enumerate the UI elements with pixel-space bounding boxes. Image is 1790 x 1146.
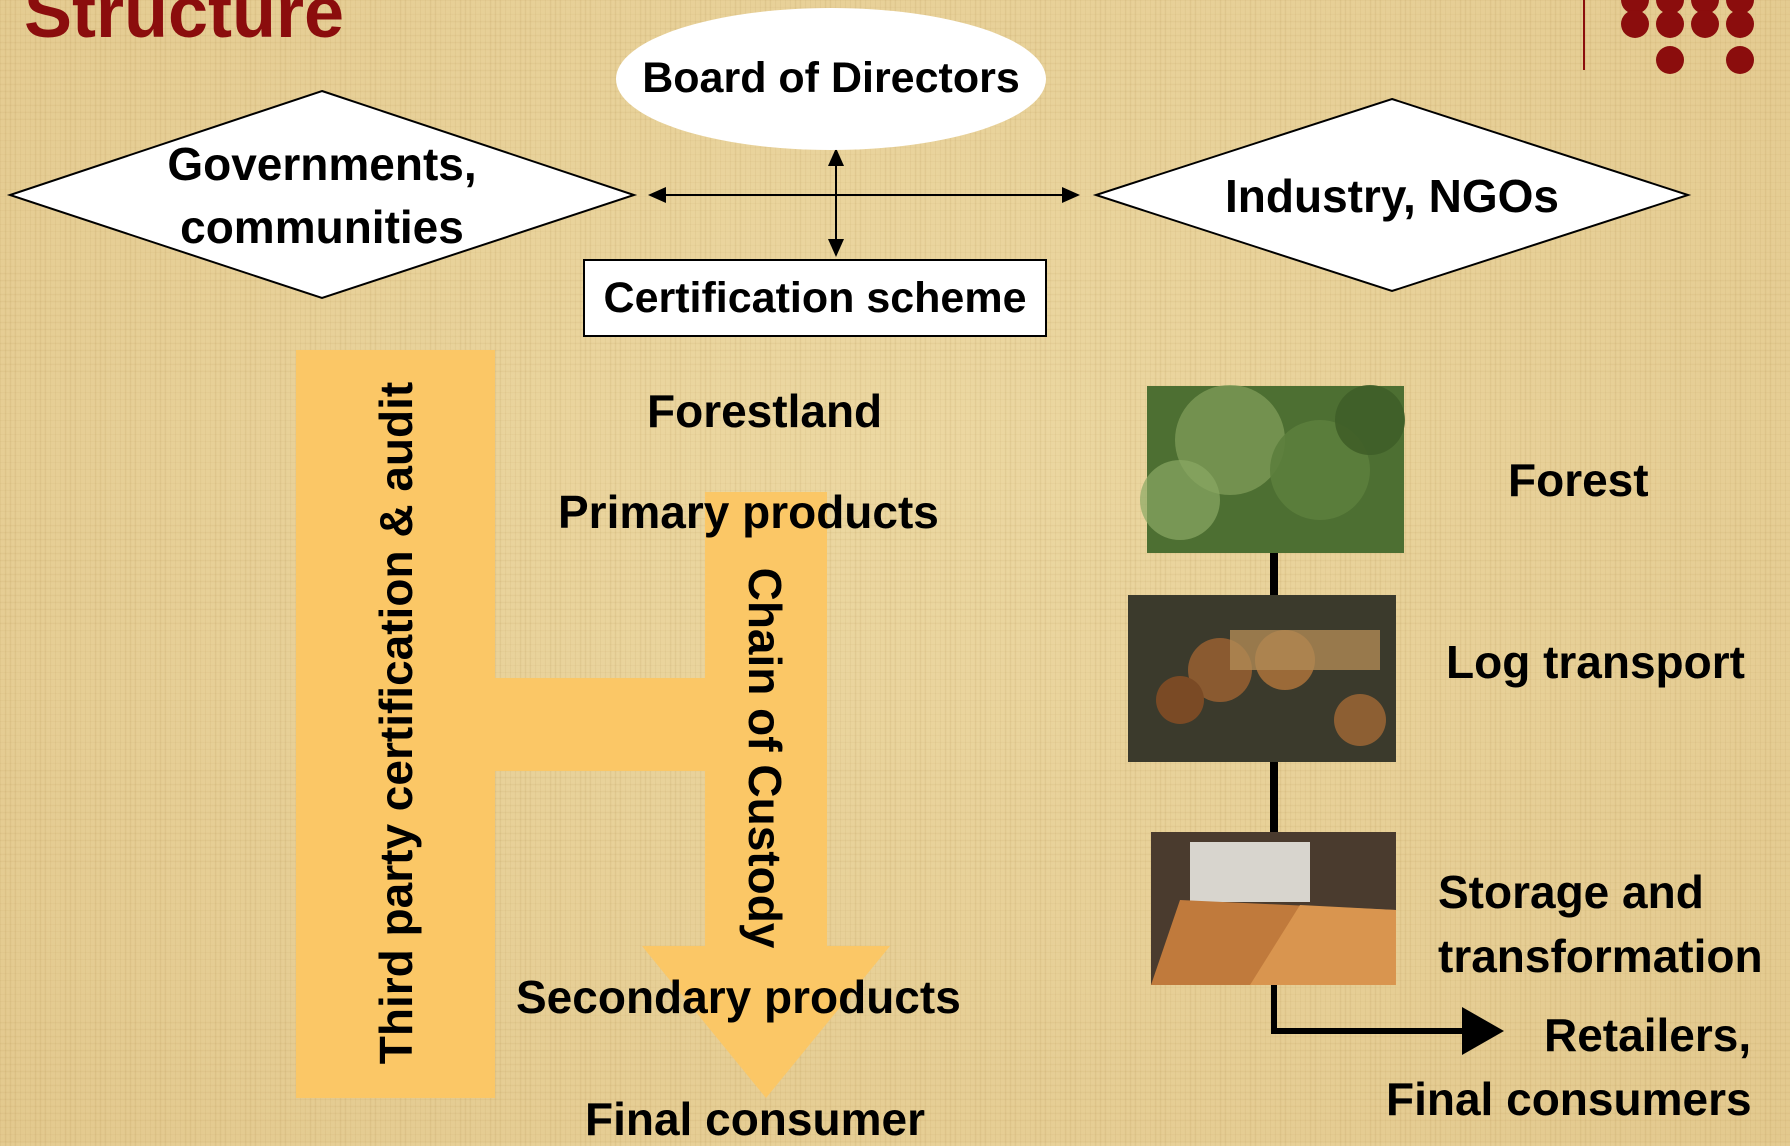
certification-label: Certification scheme (603, 274, 1027, 322)
connector-band (495, 678, 705, 771)
audit-band (296, 350, 495, 1098)
industry-diamond (1092, 97, 1692, 293)
logo-divider (1583, 0, 1585, 70)
log-transport-photo (1128, 595, 1396, 762)
slide-title: Structure (24, 0, 345, 53)
custody-arrow (642, 492, 890, 1098)
logo-dot (1726, 10, 1754, 38)
retailers-label-line2: Final consumers (1386, 1073, 1752, 1125)
final-consumer-label: Final consumer (585, 1093, 925, 1145)
secondary-products-label: Secondary products (516, 971, 961, 1023)
logo-dot (1691, 10, 1719, 38)
forest-photo (1140, 385, 1405, 553)
governments-label-line1: Governments, (167, 138, 477, 190)
primary-products-label: Primary products (558, 486, 939, 538)
forest-label: Forest (1508, 454, 1649, 506)
logo-dot (1621, 10, 1649, 38)
storage-label-line1: Storage and (1438, 866, 1704, 918)
audit-label: Third party certification & audit (370, 381, 422, 1065)
forestland-label: Forestland (647, 385, 883, 437)
logo-dot (1656, 10, 1684, 38)
logo-dot (1656, 46, 1684, 74)
storage-label-line2: transformation (1438, 930, 1763, 982)
storage-photo (1151, 832, 1396, 985)
retailers-label-line1: Retailers, (1544, 1009, 1752, 1061)
governments-label-line2: communities (180, 201, 464, 253)
governments-diamond (6, 89, 638, 300)
board-label: Board of Directors (642, 54, 1020, 102)
board-ellipse (616, 8, 1046, 150)
industry-label: Industry, NGOs (1225, 170, 1559, 222)
certification-box (583, 259, 1047, 337)
custody-label: Chain of Custody (739, 567, 791, 949)
logo-dot (1726, 46, 1754, 74)
log-transport-label: Log transport (1446, 636, 1745, 688)
arrow-to-retailers (1271, 985, 1504, 1055)
